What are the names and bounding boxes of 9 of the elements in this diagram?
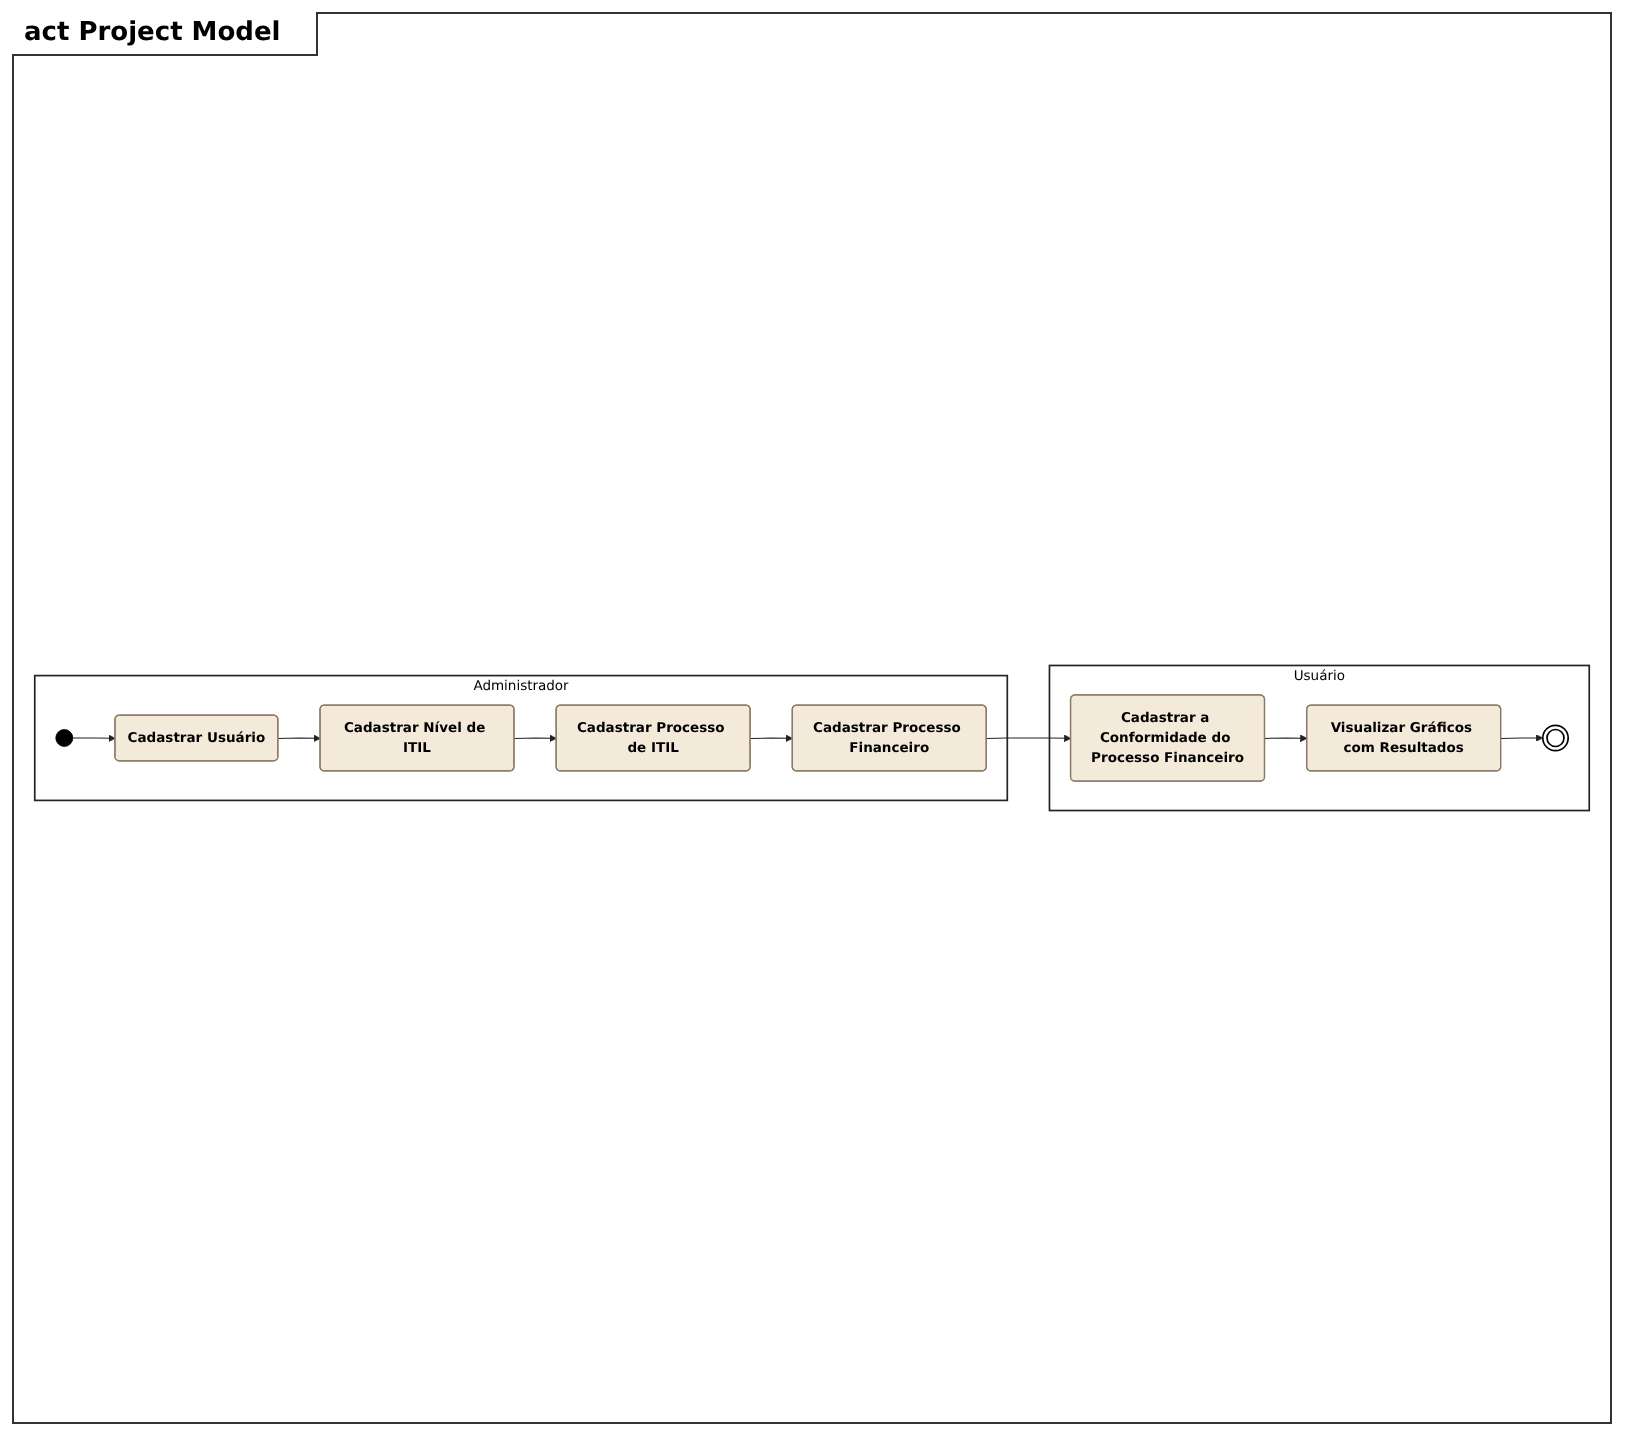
node-circle	[55, 729, 74, 747]
frame-title: act Project Model	[12, 12, 319, 56]
arrow	[750, 734, 793, 742]
arrow	[513, 734, 557, 742]
arrow	[72, 734, 116, 742]
arrow	[1500, 734, 1544, 742]
arrow	[277, 734, 321, 742]
arrow	[986, 734, 1072, 742]
arrow	[1264, 734, 1308, 742]
